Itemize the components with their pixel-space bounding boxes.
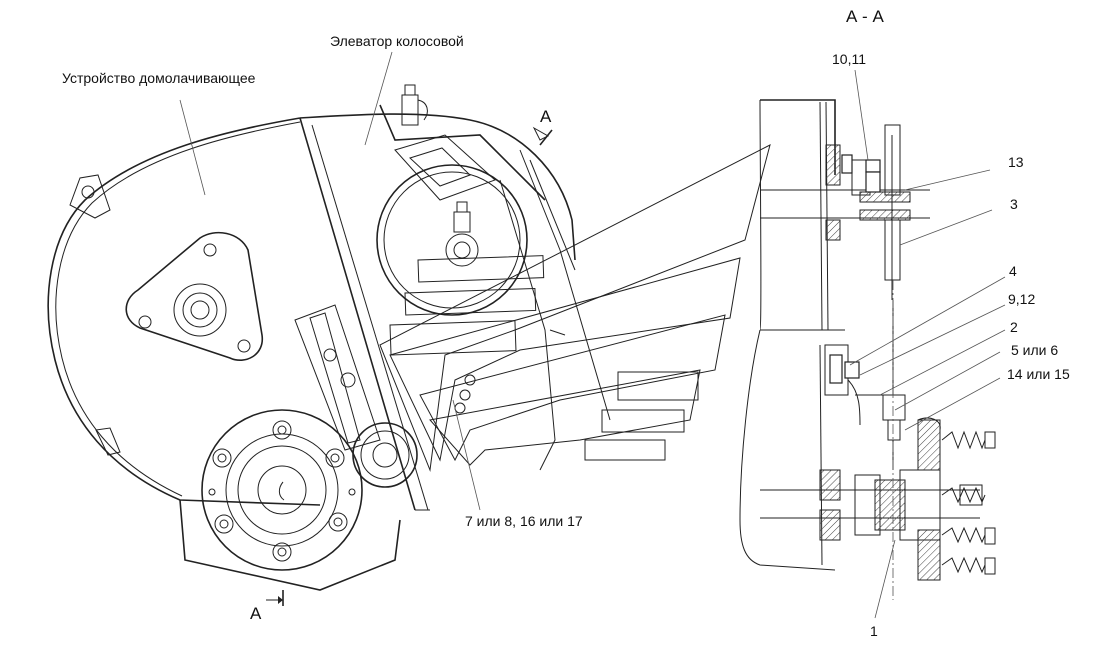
callout-5-6: 5 или 6 — [1011, 342, 1059, 358]
label-threshing-device: Устройство домолачивающее — [62, 70, 256, 86]
callout-14-15: 14 или 15 — [1007, 366, 1070, 382]
label-grain-elevator: Элеватор колосовой — [330, 33, 464, 49]
elevator-casing — [499, 149, 611, 471]
view-direction-chevrons — [379, 144, 771, 472]
idler-roller — [352, 422, 418, 488]
callout-4: 4 — [1009, 263, 1017, 279]
callout-1: 1 — [870, 623, 878, 639]
section-marker-top: А — [540, 107, 552, 126]
tensioner-bracket — [294, 304, 381, 451]
section-view — [739, 99, 996, 600]
elevator-drum — [376, 164, 528, 316]
triangular-flange — [125, 231, 263, 361]
callout-7-8-16-17: 7 или 8, 16 или 17 — [465, 513, 583, 529]
callout-10-11: 10,11 — [832, 51, 866, 67]
section-marker-bottom: А — [250, 604, 262, 623]
section-title: А - А — [846, 7, 884, 26]
callout-9-12: 9,12 — [1008, 291, 1036, 307]
section-markers — [266, 126, 553, 606]
grain-elevator-column — [299, 84, 546, 511]
callout-13: 13 — [1008, 154, 1024, 170]
leader-lines — [179, 51, 1006, 619]
callout-2: 2 — [1010, 319, 1018, 335]
drive-sprocket — [201, 409, 363, 571]
callout-3: 3 — [1010, 196, 1018, 212]
